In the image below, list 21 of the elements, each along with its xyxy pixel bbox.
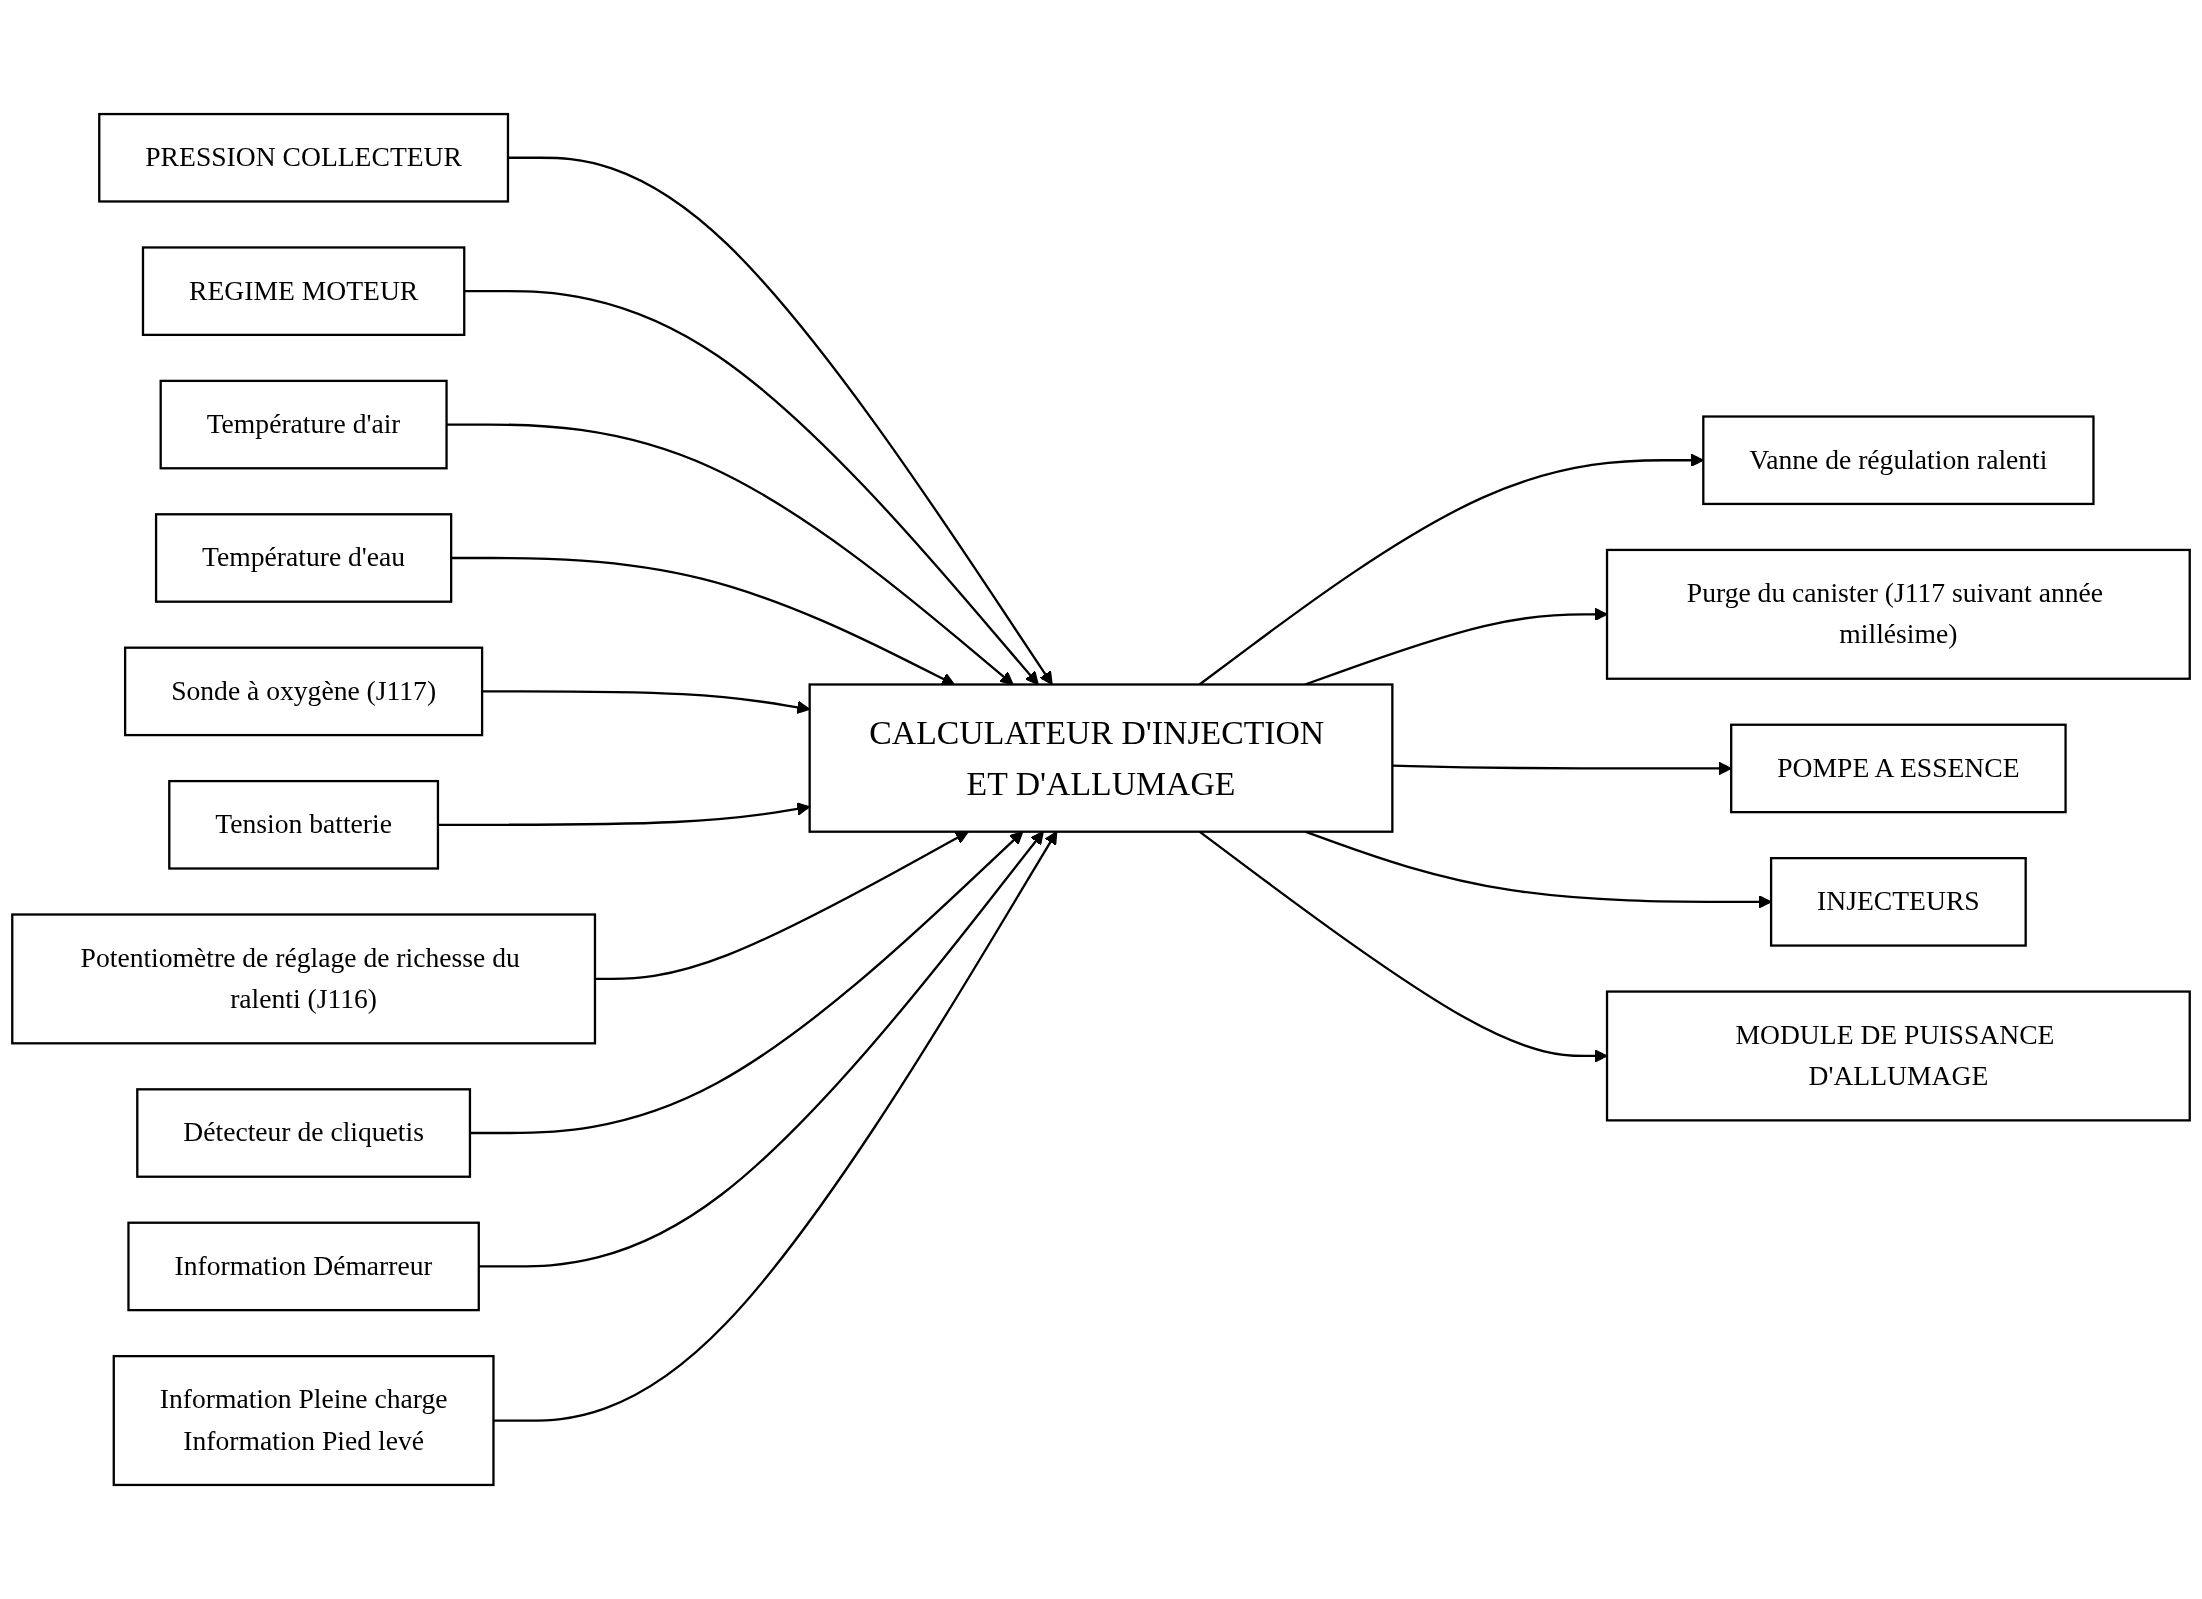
node-box: Détecteur de cliquetis <box>136 1088 472 1178</box>
arrow <box>1392 761 1732 776</box>
node-box: Information Pleine charge Information Pied levé <box>112 1355 495 1487</box>
node-box: Température d'eau <box>154 513 453 603</box>
node-box: INJECTEURS <box>1769 857 2027 947</box>
node-box: REGIME MOTEUR <box>141 246 466 336</box>
arrow <box>478 831 1044 1268</box>
node-box: CALCULATEUR D'INJECTION ET D'ALLUMAGE <box>808 683 1394 833</box>
node-box: Information Démarreur <box>127 1221 480 1312</box>
node-box: Vanne de régulation ralenti <box>1702 415 2095 506</box>
arrow <box>469 831 1024 1135</box>
node-box: Tension batterie <box>168 779 440 870</box>
arrow <box>493 831 1058 1422</box>
node-box: POMPE A ESSENCE <box>1730 723 2067 814</box>
node-box: MODULE DE PUISSANCE D'ALLUMAGE <box>1605 990 2191 1122</box>
node-box: Potentiomètre de réglage de richesse du ralenti (J116) <box>11 913 597 1045</box>
node-box: Purge du canister (J117 suivant année millésime) <box>1605 548 2191 680</box>
node-box: Température d'air <box>159 379 448 470</box>
node-box: Sonde à oxygène (J117) <box>123 646 484 737</box>
node-box: PRESSION COLLECTEUR <box>98 112 510 203</box>
arrow <box>594 831 969 981</box>
